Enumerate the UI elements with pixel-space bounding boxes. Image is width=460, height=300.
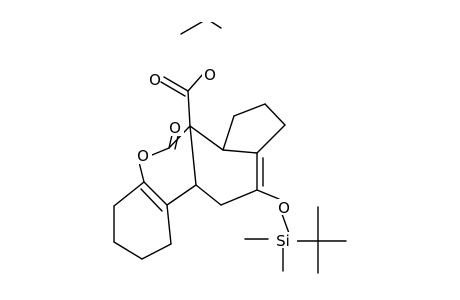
bond-enol-double-1 (143, 181, 168, 206)
bond-cyclopent-2 (233, 103, 266, 117)
atom-label-ester-ether-o: O (204, 66, 216, 84)
bond-ester-carbonyl-double-2 (160, 81, 186, 97)
bond-cyclopent-1 (222, 115, 235, 151)
bond-junction-quaternary (189, 125, 197, 186)
bond-ester-o-c (187, 73, 204, 92)
atom-label-lactone-carbonyl-o: O (169, 119, 181, 137)
bond-lactone-carbonyl-double-1 (168, 134, 173, 149)
bond-enol-c-o (256, 189, 280, 200)
bond-cyclohex-4 (141, 243, 172, 260)
atom-label-ring-o: O (137, 147, 149, 165)
atom-label-silicon: Si (276, 232, 290, 250)
atom-label-silyl-ether-o: O (278, 199, 290, 217)
bond-central-2 (195, 184, 222, 206)
bond-ring-o-c (138, 161, 145, 183)
bond-central-1 (189, 125, 224, 151)
bond-cyclohex-1 (113, 181, 145, 207)
bond-ester-c-quaternary (187, 90, 191, 127)
bond-enol-ring-junction (166, 184, 197, 206)
bond-central-3 (220, 189, 258, 206)
atom-label-ester-carbonyl-o: O (149, 71, 161, 89)
bond-lactone-c-quaternary (168, 125, 191, 149)
bond-lactone-c-o (151, 147, 170, 156)
bond-lactone-carbonyl-double-2 (174, 135, 179, 150)
bond-cyclohex-3 (113, 241, 143, 260)
bond-central-4 (222, 149, 258, 154)
bond-cyclopent-4 (256, 124, 286, 154)
bond-enol-double-2 (140, 188, 163, 212)
bond-cyclohex-5 (166, 204, 172, 245)
bond-cyclopent-3 (264, 103, 286, 126)
bond-ester-carbonyl-double-1 (163, 76, 189, 92)
